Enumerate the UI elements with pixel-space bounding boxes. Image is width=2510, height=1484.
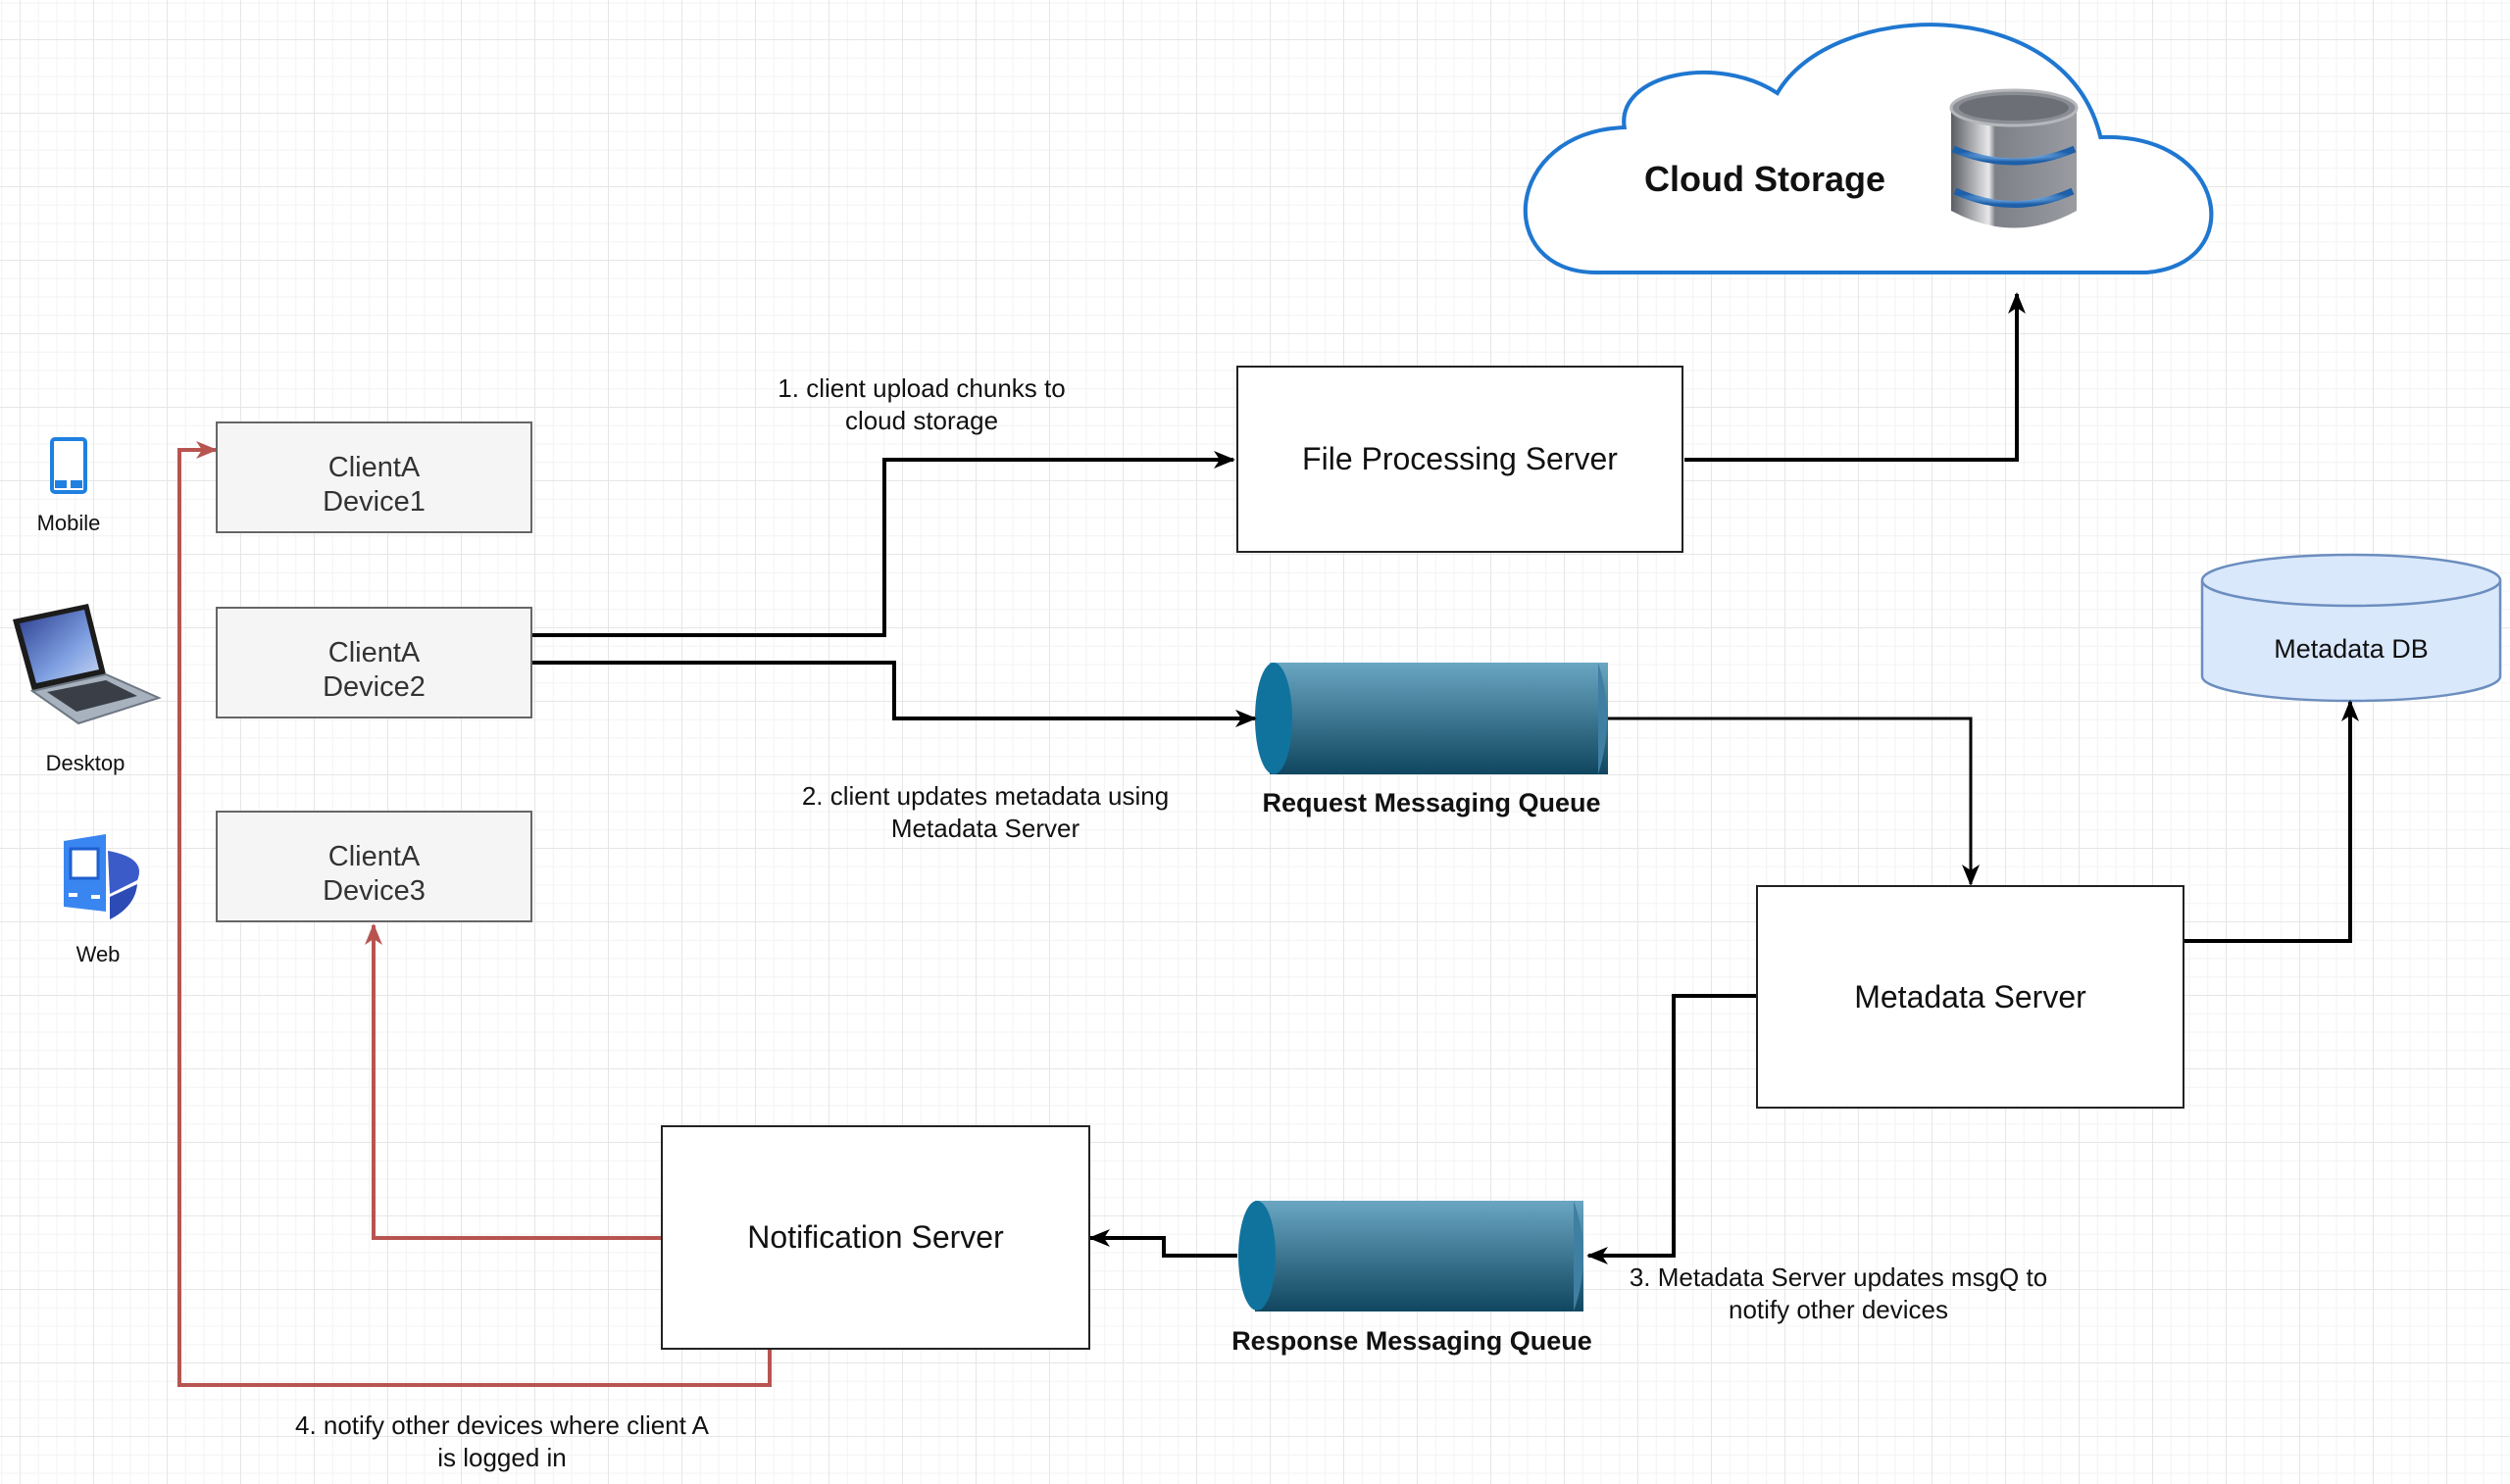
- edge-request-queue-to-metadata-server[interactable]: [1608, 717, 1980, 886]
- device-label-mobile: Mobile: [36, 511, 101, 535]
- step-3-label: 3. Metadata Server updates msgQ to notif…: [1598, 1261, 2079, 1327]
- step-4-label: 4. notify other devices where client A i…: [257, 1410, 747, 1475]
- step-3-line1: 3. Metadata Server updates msgQ to: [1629, 1262, 2048, 1292]
- file-processing-server-label: File Processing Server: [1302, 441, 1618, 476]
- metadata-db-shape[interactable]: [2200, 553, 2502, 703]
- client-device3-line1: ClientA: [327, 841, 421, 873]
- metadata-server-box[interactable]: Metadata Server: [1756, 885, 2184, 1109]
- step-1-line1: 1. client upload chunks to: [778, 373, 1066, 403]
- response-queue-label: Response Messaging Queue: [1231, 1326, 1592, 1356]
- client-device3-line2: Device3: [323, 875, 426, 907]
- cloud-storage-label: Cloud Storage: [1643, 159, 1885, 199]
- step-4-line2: is logged in: [437, 1443, 567, 1473]
- client-device1-line1: ClientA: [327, 452, 421, 484]
- edge-response-queue-to-notification[interactable]: [1088, 1229, 1237, 1258]
- step-1-label: 1. client upload chunks to cloud storage: [726, 372, 1118, 438]
- mobile-phone-icon: [50, 437, 87, 494]
- notification-server-box[interactable]: Notification Server: [661, 1125, 1090, 1350]
- request-queue-label: Request Messaging Queue: [1262, 788, 1601, 817]
- device-label-desktop: Desktop: [45, 751, 126, 775]
- edge-metadata-server-to-db[interactable]: [2184, 700, 2359, 943]
- metadata-server-label: Metadata Server: [1854, 978, 2086, 1014]
- web-computer-icon: [64, 834, 139, 919]
- request-queue-shape[interactable]: [1255, 663, 1608, 774]
- client-device2-line1: ClientA: [327, 637, 421, 669]
- client-device2-line2: Device2: [323, 671, 426, 703]
- step-2-line2: Metadata Server: [890, 814, 1080, 844]
- edge-client-to-file-processing[interactable]: [532, 451, 1235, 637]
- client-device1-line2: Device1: [323, 486, 426, 518]
- metadata-db-label: Metadata DB: [2274, 634, 2429, 664]
- database-icon: [1949, 88, 2079, 228]
- edge-client-to-request-queue[interactable]: [532, 661, 1257, 727]
- edge-notification-to-device3[interactable]: [365, 923, 662, 1240]
- file-processing-server-box[interactable]: File Processing Server: [1236, 366, 1683, 553]
- device-label-web: Web: [75, 942, 121, 966]
- edge-metadata-server-to-response-queue[interactable]: [1586, 994, 1757, 1264]
- step-4-line1: 4. notify other devices where client A: [294, 1410, 709, 1440]
- step-2-line1: 2. client updates metadata using: [801, 781, 1170, 811]
- edge-notification-to-device1[interactable]: [177, 441, 772, 1387]
- client-device1-box[interactable]: ClientA Device1: [216, 421, 532, 533]
- step-3-line2: notify other devices: [1728, 1295, 1948, 1325]
- step-2-label: 2. client updates metadata using Metadat…: [765, 780, 1206, 846]
- response-queue-shape[interactable]: [1238, 1201, 1583, 1311]
- edge-file-processing-to-cloud[interactable]: [1684, 292, 2026, 462]
- client-device3-box[interactable]: ClientA Device3: [216, 811, 532, 922]
- cloud-storage-shape[interactable]: [1523, 23, 2214, 274]
- client-device2-box[interactable]: ClientA Device2: [216, 607, 532, 718]
- laptop-icon: [13, 604, 162, 725]
- notification-server-label: Notification Server: [747, 1219, 1004, 1255]
- step-1-line2: cloud storage: [844, 406, 999, 436]
